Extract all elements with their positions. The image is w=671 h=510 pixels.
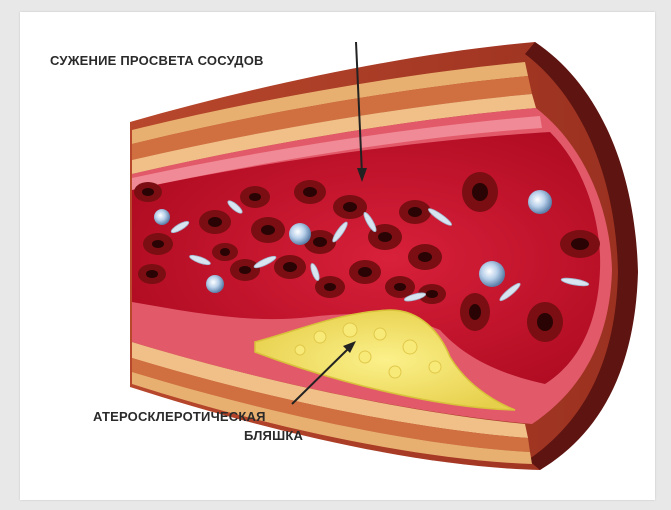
red-blood-cell (527, 302, 563, 342)
red-blood-cell (274, 255, 306, 279)
white-blood-cell (154, 209, 170, 225)
white-blood-cell (479, 261, 505, 287)
red-blood-cell (294, 180, 326, 204)
red-blood-cell (399, 200, 431, 224)
red-blood-cell (212, 243, 238, 261)
label-plaque-line1: АТЕРОСКЛЕРОТИЧЕСКАЯ (93, 408, 266, 425)
red-blood-cell (199, 210, 231, 234)
red-blood-cell (138, 264, 166, 284)
red-blood-cell (143, 233, 173, 255)
red-blood-cell (134, 182, 162, 202)
white-blood-cell (206, 275, 224, 293)
red-blood-cell (251, 217, 285, 243)
white-blood-cell (528, 190, 552, 214)
red-blood-cell (240, 186, 270, 208)
artery-illustration (20, 12, 655, 500)
white-blood-cell (289, 223, 311, 245)
red-blood-cell (460, 293, 490, 331)
red-blood-cell (349, 260, 381, 284)
label-lumen-narrowing: СУЖЕНИЕ ПРОСВЕТА СОСУДОВ (50, 52, 264, 69)
label-plaque-line2: БЛЯШКА (244, 427, 303, 444)
red-blood-cell (408, 244, 442, 270)
red-blood-cell (333, 195, 367, 219)
red-blood-cell (230, 259, 260, 281)
diagram-canvas: СУЖЕНИЕ ПРОСВЕТА СОСУДОВ АТЕРОСКЛЕРОТИЧЕ… (20, 12, 655, 500)
red-blood-cell (560, 230, 600, 258)
red-blood-cell (462, 172, 498, 212)
red-blood-cell (385, 276, 415, 298)
